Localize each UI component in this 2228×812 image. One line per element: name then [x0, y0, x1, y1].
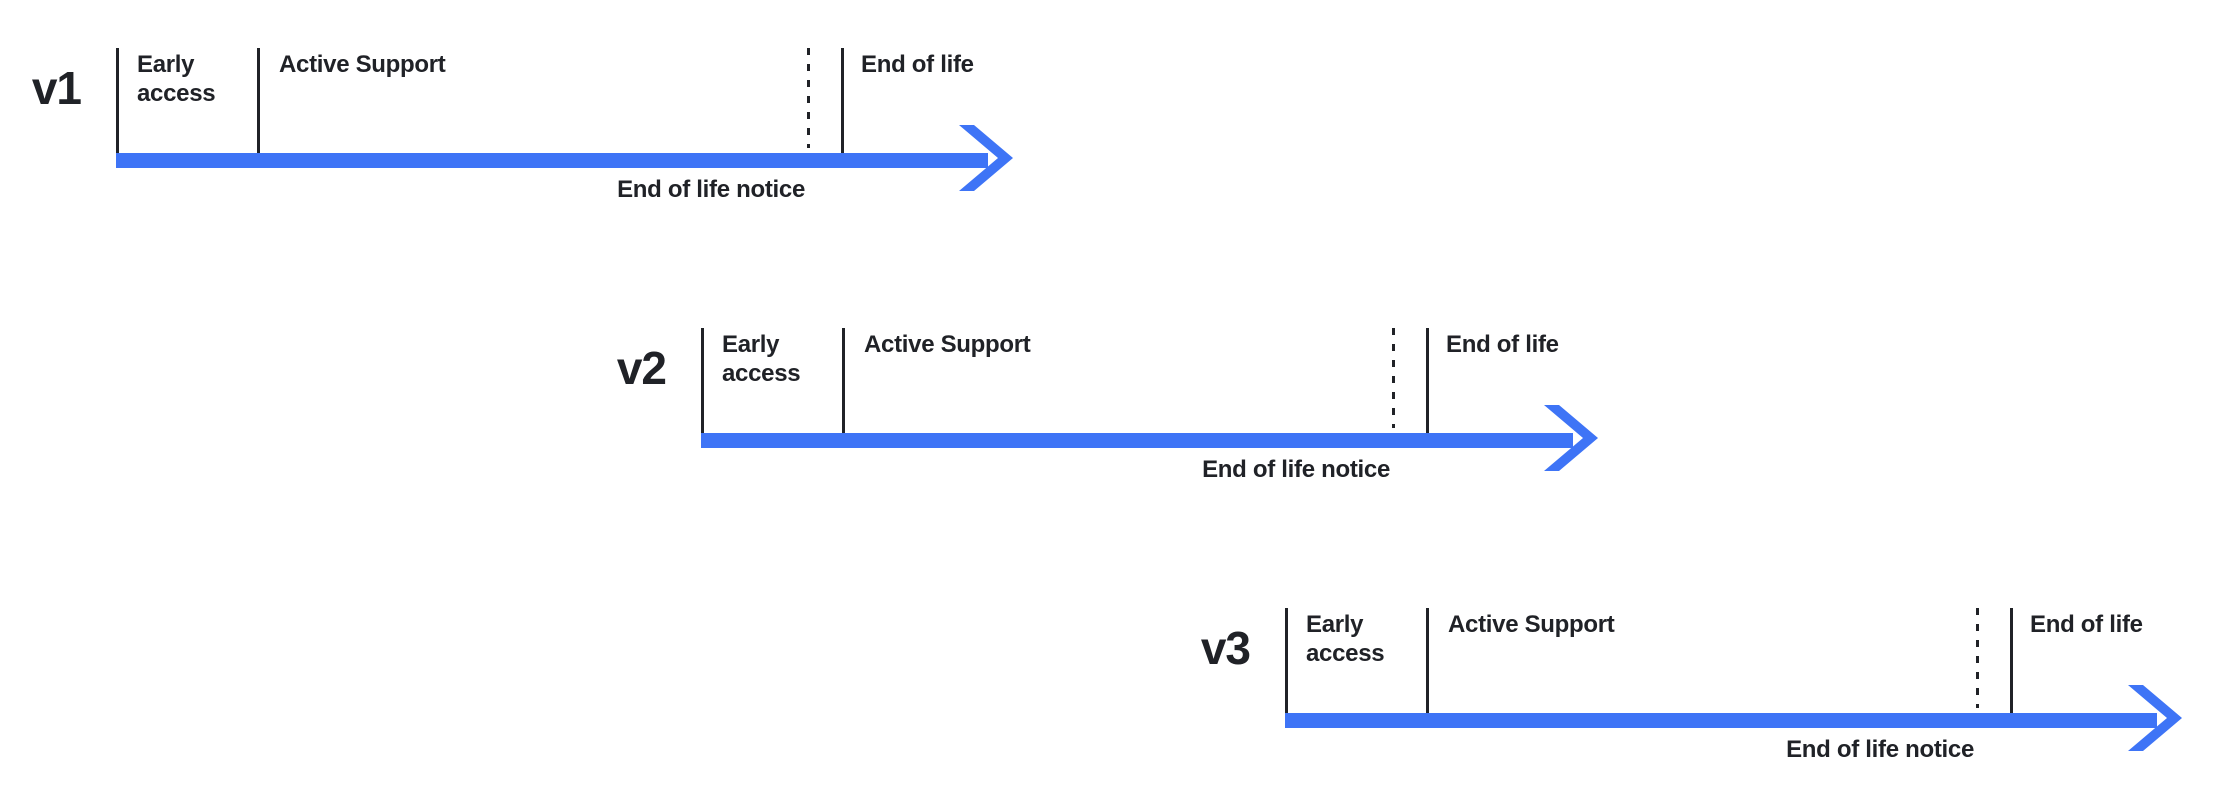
eol-notice-dashed-tick: [807, 48, 810, 148]
timeline-bar: [701, 433, 1573, 448]
end-of-life-tick: [841, 48, 844, 154]
version-label-v1: v1: [31, 62, 82, 114]
end-of-life-label: End of life: [2030, 611, 2143, 638]
timeline-bar: [116, 153, 988, 168]
active-support-start-tick: [1426, 608, 1429, 714]
early-access-label: Early access: [722, 331, 801, 387]
eol-notice-dashed-tick: [1976, 608, 1979, 708]
active-support-label: Active Support: [864, 331, 1031, 358]
active-support-label: Active Support: [279, 51, 446, 78]
timeline-bar: [1285, 713, 2157, 728]
end-of-life-tick: [1426, 328, 1429, 434]
release-start-tick: [701, 328, 704, 434]
early-access-label: Early access: [1306, 611, 1385, 667]
early-access-label: Early access: [137, 51, 216, 107]
timeline-v3: v3 Early access Active Support End of li…: [1201, 608, 2196, 783]
eol-notice-label: End of life notice: [617, 176, 805, 203]
version-label-v2: v2: [616, 342, 667, 394]
version-label-v3: v3: [1200, 622, 1251, 674]
timeline-v1: v1 Early access Active Support End of li…: [32, 48, 1027, 223]
active-support-start-tick: [842, 328, 845, 434]
eol-notice-label: End of life notice: [1786, 736, 1974, 763]
timeline-v2: v2 Early access Active Support End of li…: [617, 328, 1612, 503]
release-start-tick: [116, 48, 119, 154]
eol-notice-dashed-tick: [1392, 328, 1395, 428]
release-start-tick: [1285, 608, 1288, 714]
eol-notice-label: End of life notice: [1202, 456, 1390, 483]
active-support-label: Active Support: [1448, 611, 1615, 638]
end-of-life-tick: [2010, 608, 2013, 714]
end-of-life-label: End of life: [1446, 331, 1559, 358]
active-support-start-tick: [257, 48, 260, 154]
end-of-life-label: End of life: [861, 51, 974, 78]
